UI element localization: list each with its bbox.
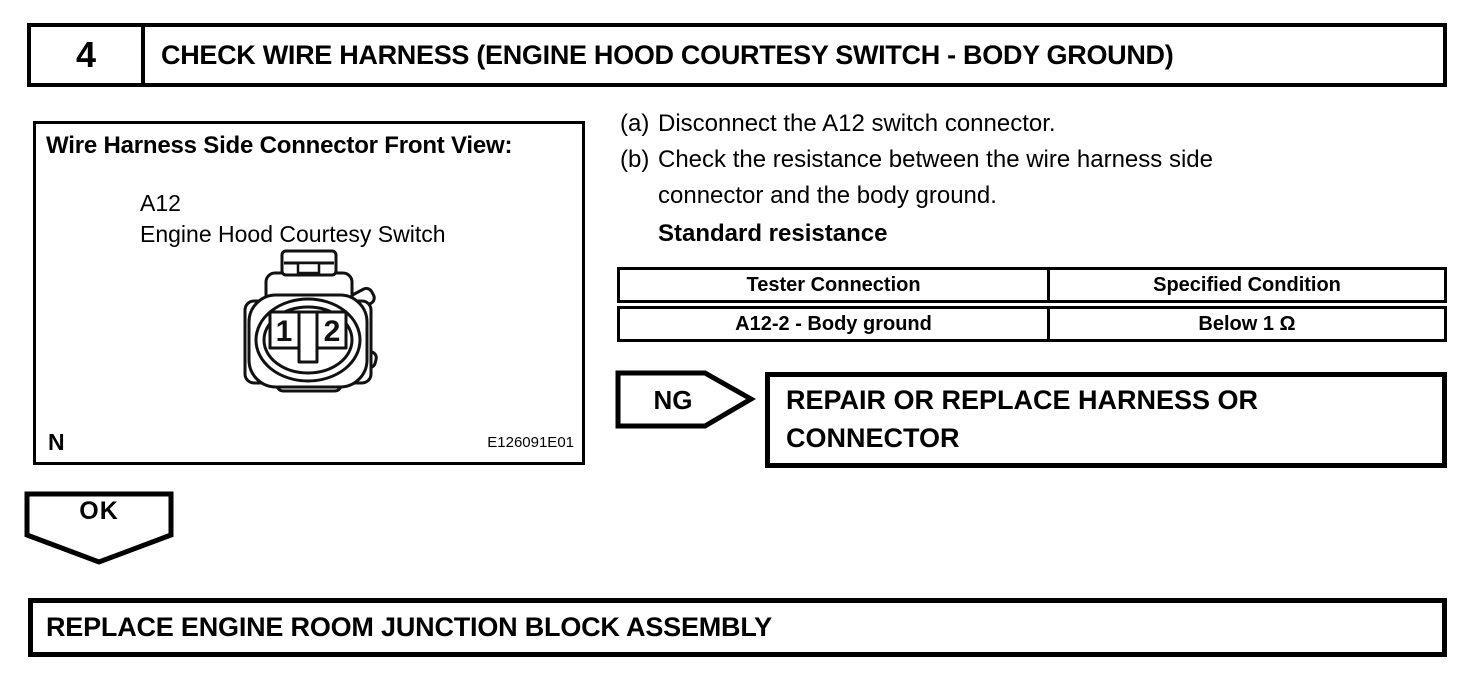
- ng-label: NG: [653, 384, 693, 415]
- step-header-box: 4 CHECK WIRE HARNESS (ENGINE HOOD COURTE…: [27, 23, 1447, 87]
- connector-label: A12 Engine Hood Courtesy Switch: [140, 188, 446, 250]
- ng-arrow-shape: [615, 370, 757, 429]
- table-header-specified-condition: Specified Condition: [1047, 267, 1447, 309]
- connector-tab-notch: [296, 261, 321, 275]
- text-line: connector and the body ground.: [658, 182, 997, 209]
- tester-connection-value: A12-2 - Body ground: [616, 303, 1051, 342]
- step-text: Disconnect the A12 switch connector.: [658, 106, 1056, 142]
- text-line: REPAIR OR REPLACE HARNESS OR: [786, 385, 1259, 415]
- standard-resistance-heading: Standard resistance: [658, 220, 888, 247]
- table-row: A12-2 - Body ground Below 1 Ω: [616, 303, 1447, 342]
- figure-note-label: N: [48, 429, 65, 455]
- connector-name: Engine Hood Courtesy Switch: [140, 221, 446, 247]
- step-text: Check the resistance between the wire ha…: [658, 142, 1213, 214]
- ok-arrow-shape: [24, 491, 174, 565]
- pin-1-label: 1: [276, 315, 293, 348]
- figure-title: Wire Harness Side Connector Front View:: [46, 132, 513, 159]
- instructions: (a) Disconnect the A12 switch connector.…: [620, 106, 1380, 252]
- figure-box: Wire Harness Side Connector Front View: …: [33, 121, 585, 465]
- instruction-step-b: (b) Check the resistance between the wir…: [620, 142, 1380, 214]
- ok-label: OK: [79, 497, 119, 525]
- step-marker: (b): [620, 146, 650, 173]
- instruction-step-a: (a) Disconnect the A12 switch connector.: [620, 106, 1380, 142]
- text-line: Disconnect the A12 switch connector.: [658, 110, 1056, 137]
- final-action-text: REPLACE ENGINE ROOM JUNCTION BLOCK ASSEM…: [46, 612, 772, 642]
- step-title: CHECK WIRE HARNESS (ENGINE HOOD COURTESY…: [161, 39, 1174, 70]
- connector-center-post: [297, 310, 319, 364]
- step-number: 4: [31, 27, 145, 83]
- step-marker: (a): [620, 110, 650, 137]
- table-header-tester-connection: Tester Connection: [616, 267, 1051, 309]
- ng-action-box: REPAIR OR REPLACE HARNESS OR CONNECTOR: [765, 372, 1447, 468]
- final-action-box: REPLACE ENGINE ROOM JUNCTION BLOCK ASSEM…: [28, 598, 1447, 657]
- connector-diagram: 1 2: [243, 249, 378, 393]
- resistance-spec-table: Tester Connection Specified Condition A1…: [616, 267, 1447, 342]
- specified-condition-value: Below 1 Ω: [1047, 303, 1447, 342]
- text-line: CONNECTOR: [786, 423, 960, 453]
- pin-2-label: 2: [324, 315, 341, 348]
- figure-id: E126091E01: [487, 434, 574, 451]
- text-line: Check the resistance between the wire ha…: [658, 146, 1213, 173]
- table-header-row: Tester Connection Specified Condition: [616, 267, 1447, 309]
- connector-code: A12: [140, 190, 181, 216]
